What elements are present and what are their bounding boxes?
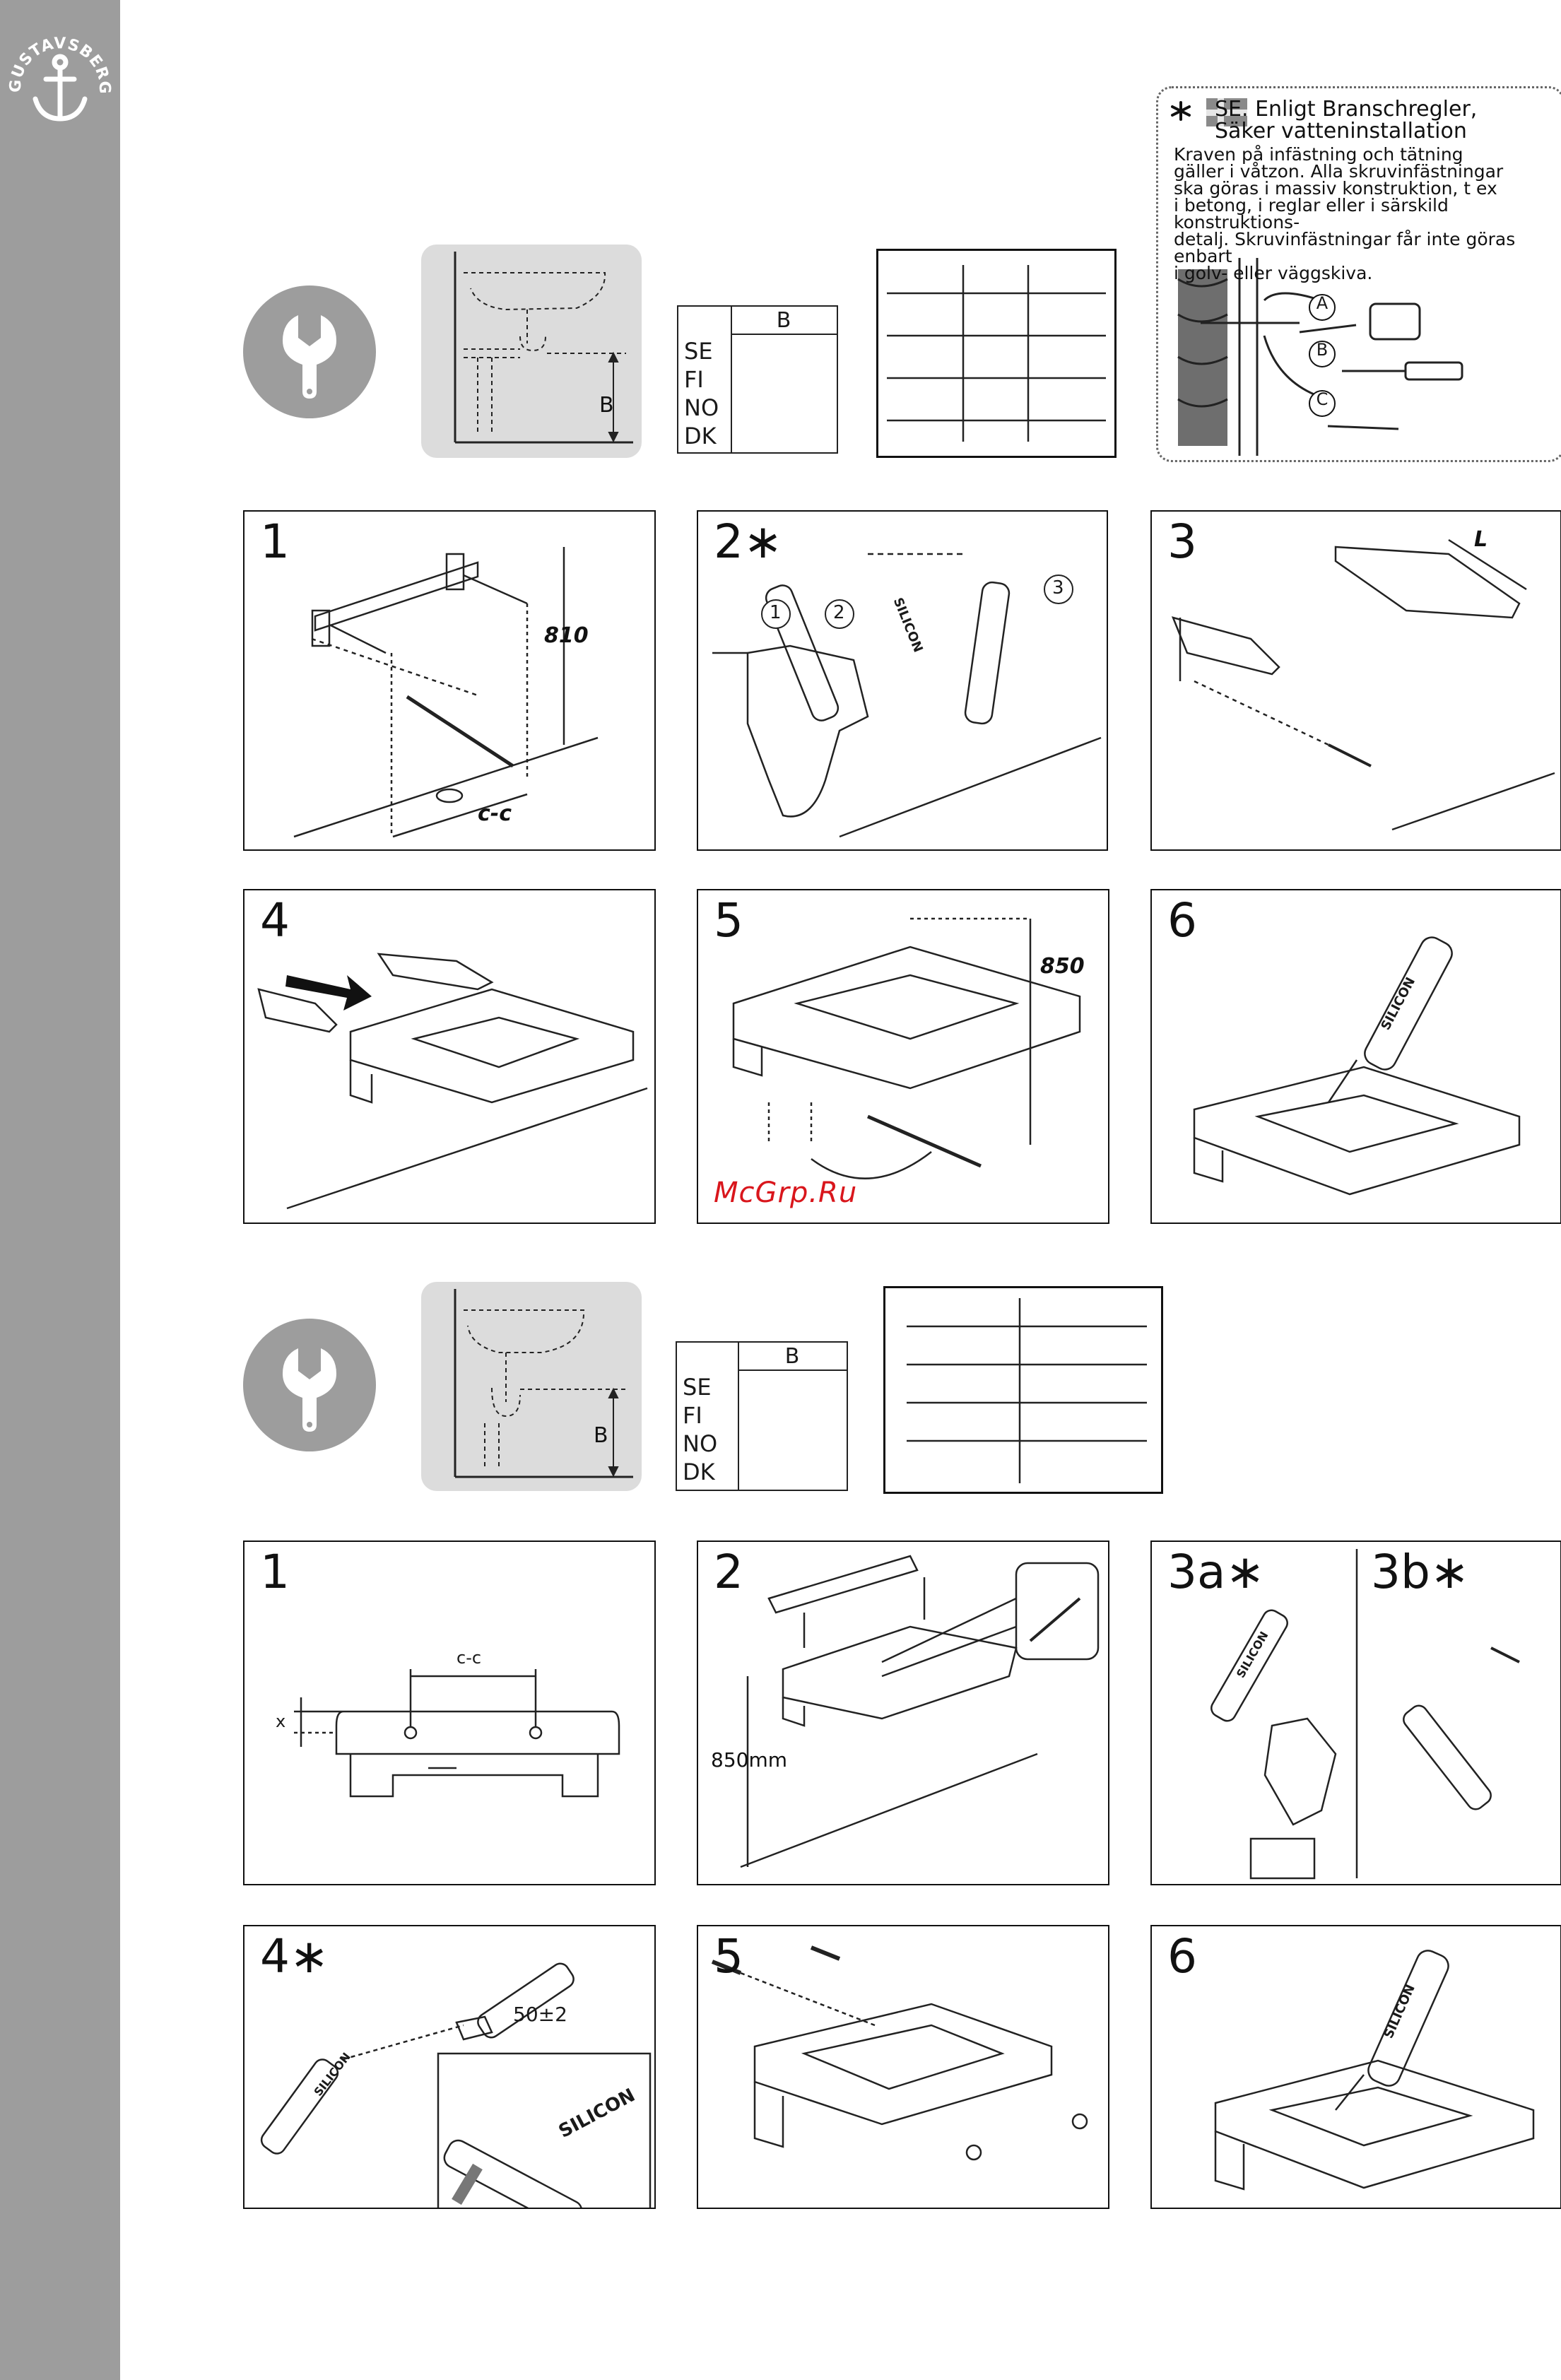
note-line: i golv- eller väggskiva.: [1174, 263, 1373, 283]
step-2-level-mark: 2 850mm: [697, 1540, 1109, 1885]
step-4-silicon-gap: 4∗ 50±2 SILICON SILICON: [243, 1925, 656, 2209]
height-table: B SE FI NO DK: [676, 1341, 848, 1491]
gustavsberg-logo: GUSTAVSBERG: [7, 28, 113, 134]
siphon-height-diagram: B: [421, 245, 642, 458]
step-5-fix-basin: 5 850: [697, 889, 1109, 1224]
callout-1: 1: [770, 602, 782, 623]
height-label-b: B: [594, 1423, 608, 1448]
height-table: B SE FI NO DK: [677, 305, 838, 454]
width-label: c-c: [456, 1648, 482, 1668]
table-header-b: B: [776, 308, 791, 333]
step-1-hole-distance: 1 c-c x: [243, 1540, 656, 1885]
step-5-bolt-basin: 5: [697, 1925, 1109, 2209]
table-row-label: NO: [683, 1430, 718, 1457]
step-number: 3b∗: [1371, 1545, 1470, 1599]
watermark: McGrp.Ru: [714, 1177, 858, 1209]
table-row-label: FI: [683, 1402, 702, 1429]
blank-grid-table: [876, 249, 1117, 458]
width-label: c-c: [478, 801, 512, 826]
step-number: 2: [714, 1545, 743, 1599]
step-number: 5: [714, 893, 743, 948]
table-row-label: FI: [684, 366, 704, 393]
height-label-b: B: [599, 393, 614, 418]
step-number: 4∗: [260, 1929, 329, 1984]
table-row-label: DK: [684, 423, 717, 449]
step-number: 3a∗: [1167, 1545, 1265, 1599]
table-header-b: B: [784, 1344, 800, 1369]
step-number: 1: [260, 1545, 290, 1599]
step-2-drill-silicon: 2∗ 1 2 3 SILICON: [697, 510, 1108, 851]
note-line: ska göras i massiv konstruktion, t ex: [1174, 178, 1497, 199]
height-label: 810: [544, 623, 589, 648]
note-line: i betong, i reglar eller i särskild kons…: [1174, 195, 1449, 232]
step-number: 6: [1167, 1929, 1197, 1984]
gap-label: 50±2: [513, 2003, 567, 2026]
wrench-icon: [243, 285, 376, 418]
step-6-silicon-seal: 6 SILICON: [1150, 1925, 1561, 2209]
step-number: 6: [1167, 893, 1197, 948]
wrench-icon: [243, 1319, 376, 1451]
brand-sidebar: GUSTAVSBERG: [0, 0, 120, 2380]
step-number: 4: [260, 893, 290, 948]
step-1-bracket-level: 1 810 c-c: [243, 510, 656, 851]
callout-3: 3: [1052, 577, 1064, 599]
note-line: Kraven på infästning och tätning: [1174, 144, 1463, 165]
step-4-mount-basin: 4: [243, 889, 656, 1224]
blank-grid-table: [883, 1286, 1163, 1494]
step-number: 1: [260, 514, 290, 569]
step-3-drill-silicon: 3a∗ 3b∗ SILICON: [1150, 1540, 1561, 1885]
note-line: detalj. Skruvinfästningar får inte göras…: [1174, 229, 1516, 266]
siphon-height-diagram: B: [421, 1282, 642, 1491]
note-title: SE. Enligt Branschregler, Säker vattenin…: [1215, 98, 1477, 142]
height-label: 850: [1040, 954, 1085, 979]
table-row-label: NO: [684, 394, 719, 421]
length-label: L: [1474, 527, 1488, 552]
table-row-label: SE: [684, 338, 713, 365]
step-number: 3: [1167, 514, 1197, 569]
marker-c: C: [1316, 389, 1329, 409]
note-line: gäller i våtzon. Alla skruvinfästningar: [1174, 161, 1504, 182]
note-body: Kraven på infästning och tätning gäller …: [1174, 146, 1555, 282]
step-6-silicon-seal: 6 SILICON: [1150, 889, 1561, 1224]
step-number: 2∗: [714, 514, 783, 569]
step-3-bracket-length: 3 L: [1150, 510, 1561, 851]
table-row-label: DK: [683, 1459, 715, 1485]
note-title-line: Säker vatteninstallation: [1215, 119, 1467, 143]
table-row-label: SE: [683, 1374, 712, 1401]
marker-a: A: [1316, 293, 1329, 313]
height-label: 850mm: [711, 1748, 787, 1772]
marker-b: B: [1316, 340, 1329, 360]
safety-note-box: SE. Enligt Branschregler, Säker vattenin…: [1156, 86, 1561, 462]
callout-2: 2: [833, 602, 845, 623]
x-label: x: [276, 1712, 286, 1731]
step-number: 5: [714, 1929, 743, 1984]
note-title-line: SE. Enligt Branschregler,: [1215, 97, 1478, 122]
